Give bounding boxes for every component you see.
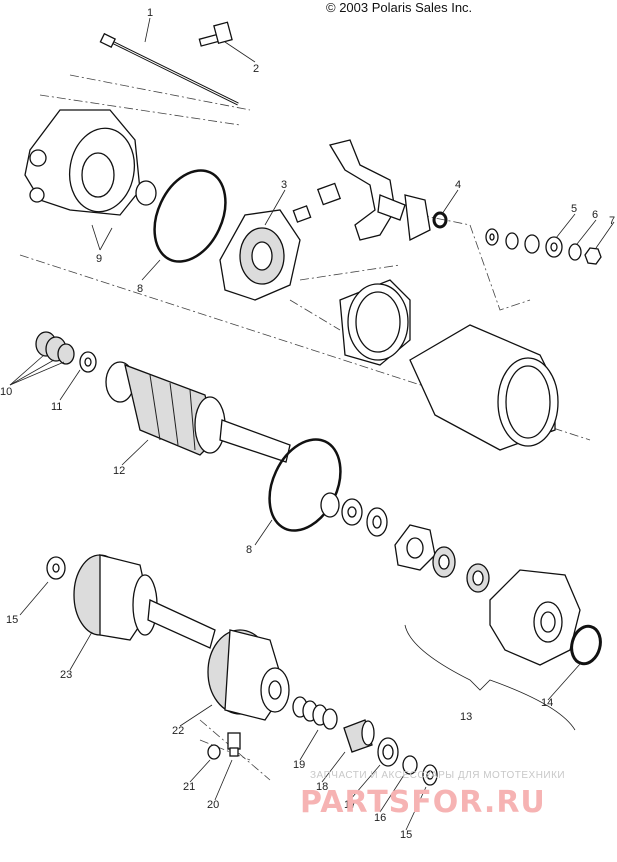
callout-20: 20 (207, 799, 219, 811)
part-bolt-short (198, 21, 233, 47)
part-needle-bearing (466, 563, 490, 593)
callout-labels: 1 2 3 4 5 6 7 8 9 10 11 12 8 13 14 15 15… (0, 7, 615, 841)
callout-16: 16 (374, 812, 386, 824)
callout-21: 21 (183, 781, 195, 793)
part-armature (105, 361, 291, 463)
callout-14: 14 (541, 697, 553, 709)
part-snap-ring-16 (402, 755, 418, 775)
copyright-text: © 2003 Polaris Sales Inc. (326, 0, 472, 15)
callout-15-left: 15 (6, 614, 18, 626)
part-collar (343, 719, 375, 753)
callout-10: 10 (0, 386, 12, 398)
callout-2: 2 (253, 63, 259, 75)
watermark: ЗАПЧАСТИ И АКСЕССУАРЫ ДЛЯ МОТОТЕХНИКИ PA… (300, 770, 565, 820)
part-o-ring-upper (153, 169, 227, 263)
callout-7: 7 (609, 215, 615, 227)
part-bolt-20 (227, 732, 241, 757)
callout-8-upper: 8 (137, 283, 143, 295)
part-hardware-stack (485, 228, 602, 265)
part-brush-holder (292, 139, 431, 241)
part-washer-11 (79, 351, 97, 373)
callout-13: 13 (460, 711, 472, 723)
part-brush-plate (219, 209, 301, 301)
callout-6: 6 (592, 209, 598, 221)
watermark-logo: PARTSFOR.RU (300, 785, 546, 820)
part-front-housing (489, 569, 581, 666)
callout-18: 18 (316, 781, 328, 793)
callout-3: 3 (281, 179, 287, 191)
part-o-ring-14 (570, 624, 602, 666)
callout-17: 17 (344, 799, 356, 811)
part-washer-4 (432, 211, 448, 229)
callout-4: 4 (455, 179, 461, 191)
part-carrier-plate (394, 524, 436, 571)
callout-15-right: 15 (400, 829, 412, 841)
part-bearing-set-10 (35, 331, 75, 365)
part-end-cover (24, 109, 157, 216)
callout-11: 11 (51, 401, 62, 413)
callout-19: 19 (293, 759, 305, 771)
callout-1: 1 (147, 7, 153, 19)
part-bearing-front (432, 546, 456, 578)
callout-8-lower: 8 (246, 544, 252, 556)
part-bolt-long (99, 32, 239, 106)
leader-lines (9, 17, 615, 831)
watermark-tagline: ЗАПЧАСТИ И АКСЕССУАРЫ ДЛЯ МОТОТЕХНИКИ (310, 770, 565, 781)
callout-23: 23 (60, 669, 72, 681)
part-spring (292, 696, 338, 730)
part-nut-21 (207, 744, 221, 760)
callout-9: 9 (96, 253, 102, 265)
part-overrunning-clutch (207, 629, 290, 721)
callout-5: 5 (571, 203, 577, 215)
part-motor-housing (409, 324, 559, 451)
callout-22: 22 (172, 725, 184, 737)
callout-12: 12 (113, 465, 125, 477)
part-washer-15-right (422, 764, 438, 786)
part-washer-15-left (46, 556, 66, 580)
part-pinion-shaft (73, 554, 216, 649)
bracket-13 (404, 624, 576, 731)
part-thrust-washers (320, 492, 388, 537)
part-ring-housing (339, 279, 411, 366)
part-retainer-17 (377, 737, 399, 767)
